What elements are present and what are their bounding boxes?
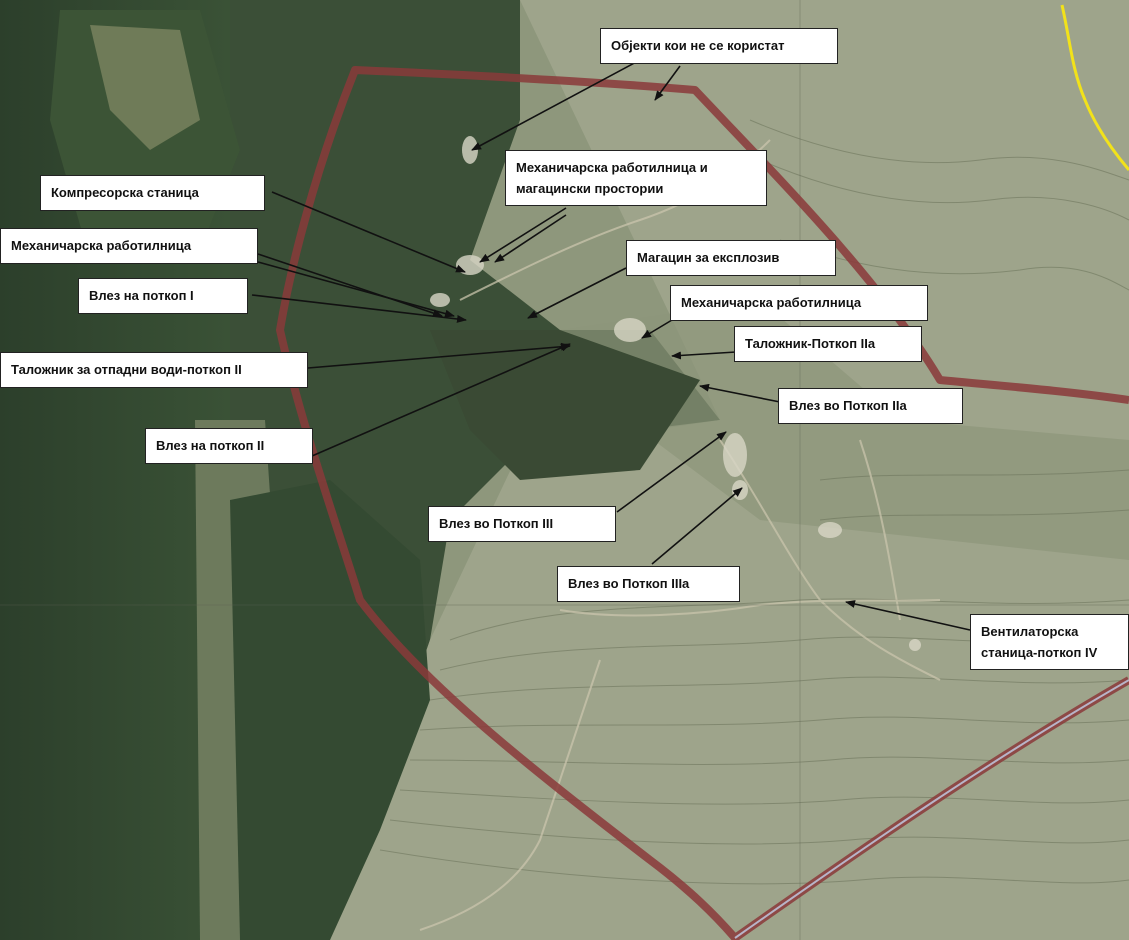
label-wastewater-settler-adit-2: Таложник за отпадни води-поткоп II (0, 352, 308, 388)
yellow-boundary-line (1060, 4, 1129, 171)
light-patch-north (90, 25, 200, 150)
label-unused-objects: Објекти кои не се користат (600, 28, 838, 64)
hillside-shade (560, 300, 1129, 560)
label-explosive-storage: Магацин за експлозив (626, 240, 836, 276)
label-entrance-adit-1: Влез на поткоп I (78, 278, 248, 314)
label-entrance-adit-2: Влез на поткоп II (145, 428, 313, 464)
label-compressor-station: Компресорска станица (40, 175, 265, 211)
label-settler-adit-2a: Таложник-Поткоп IIа (734, 326, 922, 362)
label-entrance-adit-3: Влез во Поткоп III (428, 506, 616, 542)
callout-arrows (251, 59, 971, 631)
forest-ridge (430, 330, 700, 480)
label-entrance-adit-3a: Влез во Поткоп IIIа (557, 566, 740, 602)
label-mech-workshop-2: Механичарска работилница (670, 285, 928, 321)
label-entrance-adit-2a: Влез во Поткоп IIа (778, 388, 963, 424)
label-mech-workshop-storage: Механичарска работилница и магацински пр… (505, 150, 767, 206)
label-ventilation-station-adit-4: Вентилаторска станица-поткоп IV (970, 614, 1129, 670)
label-mech-workshop-1: Механичарска работилница (0, 228, 258, 264)
forest-slope-south (230, 480, 430, 940)
contour-lines (379, 119, 1129, 885)
concession-boundary (276, 66, 1129, 940)
road-line (734, 679, 1129, 939)
